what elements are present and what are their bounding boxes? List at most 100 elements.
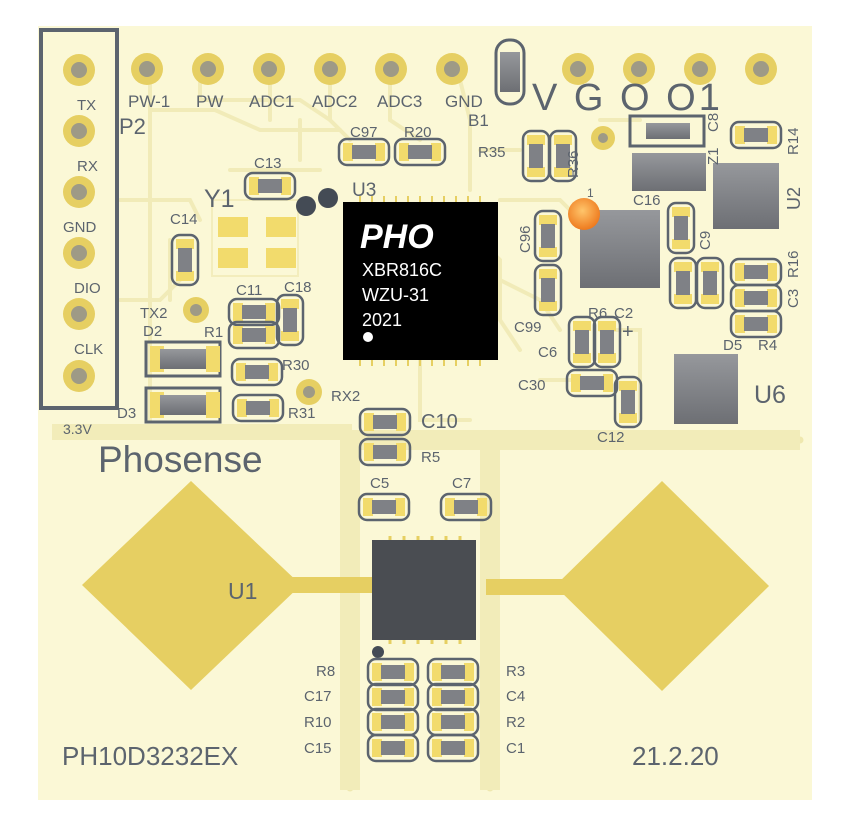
smd-passive: [393, 137, 447, 167]
top-pin[interactable]: [131, 53, 163, 85]
smd-passive: [366, 733, 420, 763]
label-r31: R31: [288, 405, 316, 422]
pin-label-gnd: GND: [63, 219, 97, 236]
smd-passive: [227, 297, 281, 327]
label-u6: U6: [754, 381, 786, 409]
pin-label-3v3: 3.3V: [63, 421, 92, 437]
header-pin[interactable]: [63, 298, 95, 330]
label-c15: C15: [304, 740, 332, 757]
smd-passive: [337, 137, 391, 167]
pin-label-rx: RX: [77, 158, 98, 175]
label-plus: +: [622, 321, 634, 343]
pin-label-adc1: ADC1: [249, 92, 294, 111]
label-c96: C96: [517, 225, 534, 253]
top-pin[interactable]: [562, 53, 594, 85]
label-c2: C2: [614, 305, 633, 322]
smd-passive: [231, 393, 285, 423]
label-r2: R2: [506, 714, 525, 731]
label-u1: U1: [228, 578, 257, 604]
ground-lanes: [52, 424, 800, 790]
label-r6: R6: [588, 305, 607, 322]
label-u2: U2: [784, 187, 804, 210]
label-c11: C11: [236, 282, 262, 299]
header-outline: [39, 28, 119, 410]
brand-text: Phosense: [98, 439, 263, 480]
top-pin[interactable]: [192, 53, 224, 85]
top-pin-labels: PW-1 PW ADC1 ADC2 ADC3 GND V G O O1: [128, 77, 720, 119]
label-c99: C99: [514, 319, 542, 336]
label-c18: C18: [284, 279, 312, 296]
smd-passive: [695, 256, 725, 310]
pin-label-tx: TX: [77, 97, 96, 114]
label-z1: Z1: [705, 147, 722, 165]
smd-passive: [533, 209, 563, 263]
smd-passive: [729, 309, 783, 339]
label-r36: R36: [565, 150, 582, 178]
antenna-right: [555, 481, 769, 691]
smd-passive: [230, 357, 284, 387]
label-c3: C3: [785, 289, 802, 308]
header-pin[interactable]: [63, 54, 95, 86]
top-pin[interactable]: [375, 53, 407, 85]
antenna-right-feed: [486, 579, 566, 595]
diode-z1: [632, 153, 706, 191]
smd-passive: [439, 492, 493, 522]
trace-network: [118, 78, 642, 422]
label-r10: R10: [304, 714, 332, 731]
label-tx2: TX2: [140, 305, 168, 322]
label-c4: C4: [506, 688, 525, 705]
smd-passive: [613, 375, 643, 429]
label-c6: C6: [538, 344, 557, 361]
test-pads: [183, 126, 615, 405]
top-pin[interactable]: [684, 53, 716, 85]
label-c1: C1: [506, 740, 525, 757]
smd-passive: [227, 320, 281, 350]
header-pin[interactable]: [63, 115, 95, 147]
led-indicator: [568, 198, 600, 230]
label-d2: D2: [143, 323, 162, 340]
smd-passive: [275, 293, 305, 347]
header-labels: TX RX GND DIO CLK 3.3V P2: [63, 97, 146, 437]
top-pin[interactable]: [436, 53, 468, 85]
c8-body: [628, 114, 706, 148]
label-c17: C17: [304, 688, 332, 705]
top-pin[interactable]: [745, 53, 777, 85]
top-pin[interactable]: [623, 53, 655, 85]
chip-pins: [359, 196, 481, 366]
date-code: 21.2.20: [632, 741, 719, 771]
pin-label-gnd-top: GND: [445, 92, 483, 111]
chip-u2: [713, 163, 779, 229]
label-u3: U3: [352, 180, 376, 201]
smd-passive: [358, 437, 412, 467]
antenna-left: [82, 481, 301, 690]
header-pin[interactable]: [63, 237, 95, 269]
header-pin[interactable]: [63, 360, 95, 392]
chip-marking: PHO XBR816C WZU-31 2021: [360, 218, 442, 330]
pin-label-pw-1: PW-1: [128, 92, 170, 111]
label-r1: R1: [204, 324, 223, 341]
label-d3: D3: [117, 405, 136, 422]
header-pin[interactable]: [63, 176, 95, 208]
label-d5: D5: [723, 337, 742, 354]
pin-label-clk: CLK: [74, 341, 103, 358]
label-c5: C5: [370, 475, 389, 492]
label-c97: C97: [350, 124, 378, 141]
top-pin[interactable]: [314, 53, 346, 85]
smd-passive: [565, 368, 619, 398]
smd-passive: [366, 682, 420, 712]
u3-dot: [318, 188, 338, 208]
label-c16: C16: [633, 192, 661, 209]
label-c13: C13: [254, 155, 282, 172]
label-r4: R4: [758, 337, 777, 354]
label-pin1: 1: [587, 186, 594, 200]
smd-passive: [170, 233, 200, 287]
smd-passive: [358, 407, 412, 437]
label-r35: R35: [478, 144, 506, 161]
pin-label-pw: PW: [196, 92, 223, 111]
designator-labels: Y1 U3 C13 C14 C97 R20 R35 R36 B1 C96 C99…: [117, 111, 804, 757]
smd-passive: [729, 120, 783, 150]
diode-d3: [144, 386, 222, 424]
top-pin[interactable]: [253, 53, 285, 85]
crystal-y1: [211, 199, 299, 277]
